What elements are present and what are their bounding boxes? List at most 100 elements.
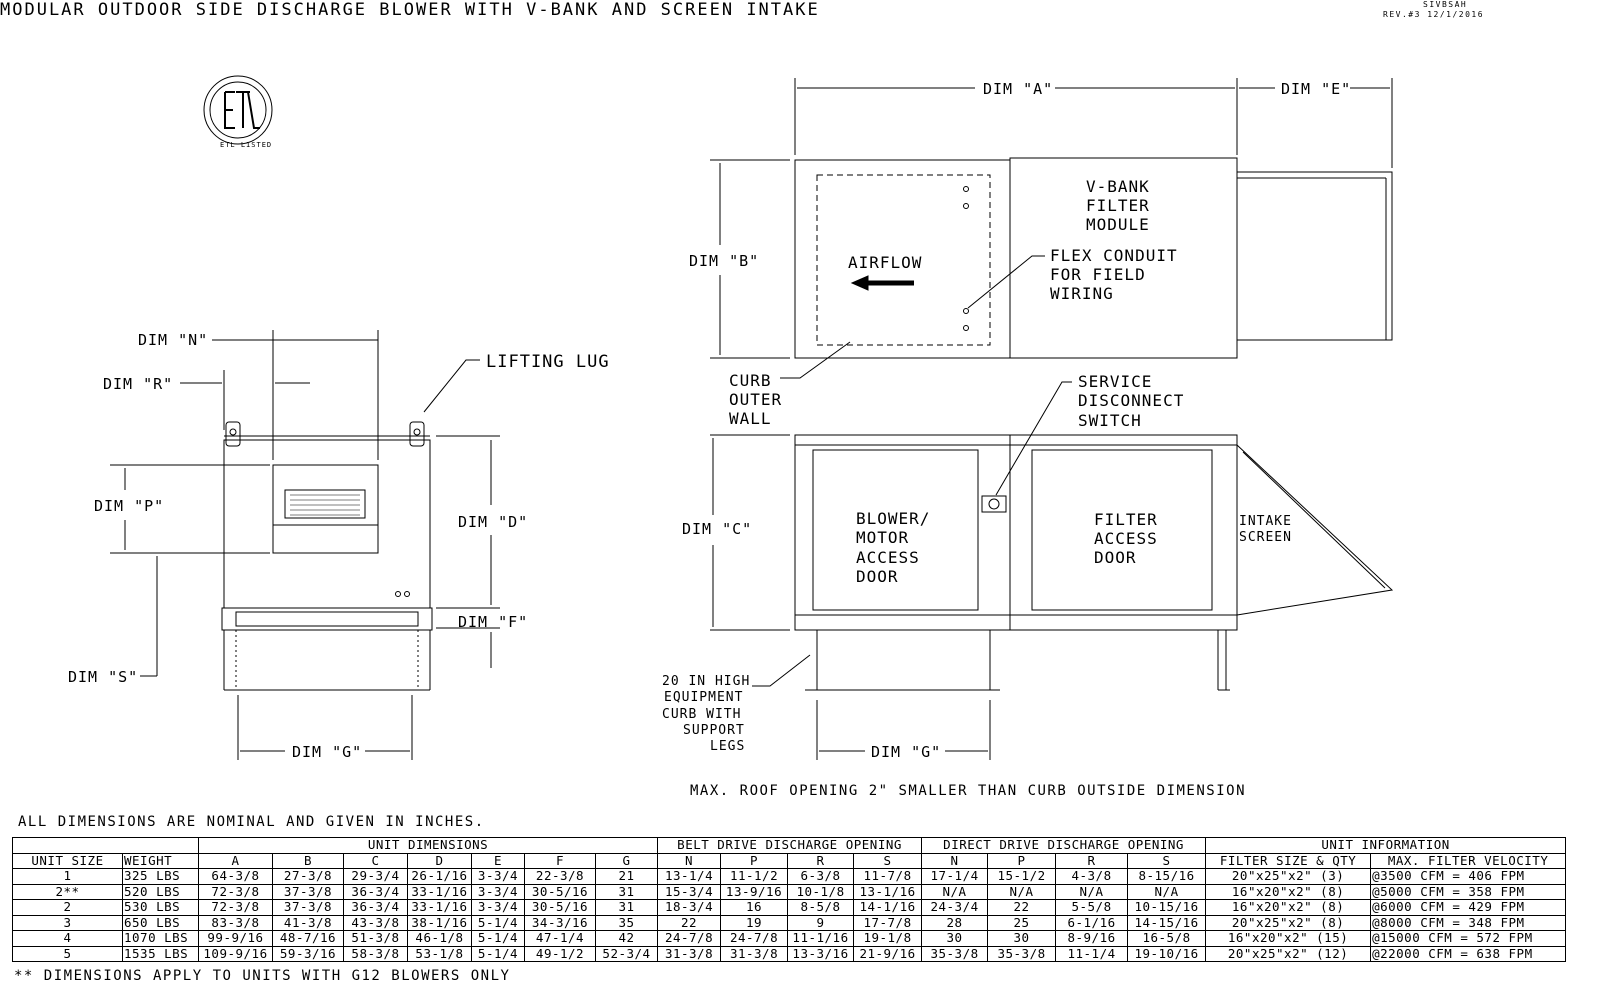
end-view-labels: DIM "N" DIM "R" DIM "P" DIM "S" DIM "D" … [68,331,609,761]
table-cell: 109-9/16 [198,945,273,962]
table-cell: 325 LBS [122,868,199,885]
table-cell: 6-1/16 [1055,914,1129,931]
column-header: P [720,852,789,869]
table-cell: @5000 CFM = 358 FPM [1370,883,1567,900]
table-cell: 52-3/4 [594,945,659,962]
table-cell: 22 [987,899,1057,916]
table-cell: 20"x25"x2" (3) [1205,868,1372,885]
dim-n-label: DIM "N" [138,331,208,349]
table-cell: 53-1/8 [407,945,472,962]
side-view-labels: DIM "C" DIM "G" SERVICE DISCONNECT SWITC… [662,372,1292,761]
table-cell: 19-10/16 [1127,945,1207,962]
table-cell: 49-1/2 [524,945,596,962]
table-cell: 26-1/16 [407,868,472,885]
table-cell: 17-7/8 [853,914,923,931]
table-cell: 16"x20"x2" (8) [1205,883,1372,900]
table-cell: @8000 CFM = 348 FPM [1370,914,1567,931]
table-cell: 42 [594,930,659,947]
table-cell: 14-15/16 [1127,914,1207,931]
top-view [710,78,1393,379]
dim-f-label: DIM "F" [458,613,528,631]
table-cell: 72-3/8 [198,883,273,900]
vbank-label-1: V-BANK [1086,177,1150,196]
curb-legs-label-2: EQUIPMENT [664,690,743,705]
footnote: ** DIMENSIONS APPLY TO UNITS WITH G12 BL… [14,968,511,984]
blower-door-label-3: ACCESS [856,548,920,567]
table-cell: 22-3/8 [524,868,596,885]
intake-label-1: INTAKE [1239,514,1292,529]
column-header: UNIT SIZE [12,852,123,869]
table-cell: 10-15/16 [1127,899,1207,916]
table-cell: 11-1/16 [787,930,855,947]
filter-door-label-3: DOOR [1094,548,1137,567]
curb-legs-label-3: CURB WITH [662,707,741,722]
table-cell: 19 [720,914,789,931]
table-cell: 37-3/8 [272,883,344,900]
table-cell: 15-1/2 [987,868,1057,885]
table-cell: 64-3/8 [198,868,273,885]
column-header: FILTER SIZE & QTY [1205,852,1372,869]
dim-e-label: DIM "E" [1281,80,1351,98]
blower-door-label-2: MOTOR [856,528,909,547]
table-cell: 30 [921,930,989,947]
table-cell: 1070 LBS [122,930,199,947]
table-cell: 19-1/8 [853,930,923,947]
nominal-note: ALL DIMENSIONS ARE NOMINAL AND GIVEN IN … [18,814,485,830]
flex-label-3: WIRING [1050,284,1114,303]
table-cell: 31 [594,883,659,900]
dim-g-side-label: DIM "G" [871,743,941,761]
blower-door-label-1: BLOWER/ [856,509,930,528]
table-cell: 3-3/4 [471,899,525,916]
revision: REV.#3 12/1/2016 [1383,10,1485,19]
table-cell: 16"x20"x2" (8) [1205,899,1372,916]
table-cell: 5-1/4 [471,930,525,947]
group-direct-drive: DIRECT DRIVE DISCHARGE OPENING [921,837,1207,854]
dim-a-label: DIM "A" [983,80,1053,98]
table-cell: N/A [1127,883,1207,900]
column-header: B [272,852,344,869]
drawing-title: MODULAR OUTDOOR SIDE DISCHARGE BLOWER WI… [0,0,820,20]
curb-label-1: CURB [729,371,772,390]
table-cell: 8-5/8 [787,899,855,916]
table-cell: N/A [1055,883,1129,900]
table-cell: 43-3/8 [343,914,408,931]
table-cell: 24-7/8 [657,930,722,947]
table-cell: 16 [720,899,789,916]
roof-opening-note: MAX. ROOF OPENING 2" SMALLER THAN CURB O… [690,783,1247,799]
column-header: R [1055,852,1129,869]
table-cell: 20"x25"x2" (12) [1205,945,1372,962]
dimensions-table: UNIT DIMENSIONS BELT DRIVE DISCHARGE OPE… [12,837,1567,962]
table-cell: N/A [987,883,1057,900]
table-cell: 30-5/16 [524,883,596,900]
group-header-row: UNIT DIMENSIONS BELT DRIVE DISCHARGE OPE… [12,837,1567,854]
dim-r-label: DIM "R" [103,375,173,393]
etl-listed-logo: ETL LISTED [203,75,273,149]
dim-c-label: DIM "C" [682,520,752,538]
vbank-label-2: FILTER [1086,196,1150,215]
drawing-code: SIVBSAH [1423,0,1468,9]
curb-label-3: WALL [729,409,772,428]
table-cell: N/A [921,883,989,900]
table-cell: 5-1/4 [471,945,525,962]
table-cell: 8-15/16 [1127,868,1207,885]
table-cell: 25 [987,914,1057,931]
table-cell: 4-3/8 [1055,868,1129,885]
table-cell: 11-1/2 [720,868,789,885]
table-cell: 10-1/8 [787,883,855,900]
column-header: P [987,852,1057,869]
table-cell: 21-9/16 [853,945,923,962]
table-cell: 13-9/16 [720,883,789,900]
table-cell: 35-3/8 [921,945,989,962]
table-cell: 5-5/8 [1055,899,1129,916]
column-header: N [657,852,722,869]
service-label-2: DISCONNECT [1078,391,1184,410]
table-cell: 520 LBS [122,883,199,900]
curb-legs-label-5: LEGS [710,739,745,754]
table-cell: 2** [12,883,123,900]
table-cell: 35 [594,914,659,931]
table-cell: 48-7/16 [272,930,344,947]
table-cell: 650 LBS [122,914,199,931]
table-cell: 3 [12,914,123,931]
